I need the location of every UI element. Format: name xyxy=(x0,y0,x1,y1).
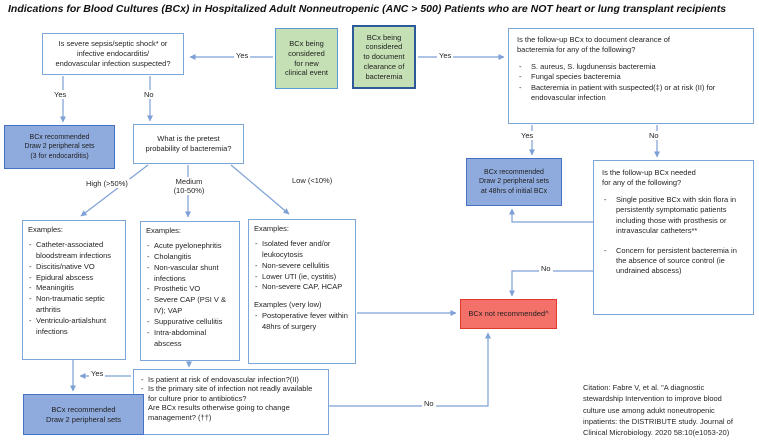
edge-label-medium: Medium (10-50%) xyxy=(156,177,222,195)
outcome-recommended-two-sets: BCx recommended Draw 2 peripheral sets xyxy=(23,394,144,435)
outcome-recommended-endocarditis: BCx recommended Draw 2 peripheral sets (… xyxy=(4,125,115,169)
list-item: Bacteremia in patient with suspected(‡) … xyxy=(517,83,745,103)
question-endovascular-risk: Is patient at risk of endovascular infec… xyxy=(133,369,329,435)
list-item: Severe CAP (PSI V & IV); VAP xyxy=(146,295,234,317)
edge-label-yes: Yes xyxy=(234,51,251,60)
list-item: Suppurative cellulitis xyxy=(146,317,234,328)
list-item: Are BCx results otherwise going to chang… xyxy=(140,403,322,422)
arrow-pretest-high xyxy=(80,164,149,217)
list-item: Fungal species bacteremia xyxy=(517,72,745,82)
list-item: Concern for persistent bacteremia in the… xyxy=(602,246,745,276)
list-item: Non-severe cellulitis xyxy=(254,261,350,272)
list-item: Non-traumatic septic arthritis xyxy=(28,294,120,316)
outcome-not-recommended: BCx not recommended^ xyxy=(460,299,557,329)
list-item: Cholangitis xyxy=(146,252,234,263)
edge-label-yes: Yes xyxy=(519,131,536,140)
edge-label-yes: Yes xyxy=(437,51,454,60)
list-item: Postoperative fever within 48hrs of surg… xyxy=(254,311,350,333)
outcome-recommended-48hrs: BCx recommended Draw 2 peripheral sets a… xyxy=(466,158,562,206)
list-item: Is patient at risk of endovascular infec… xyxy=(140,375,322,385)
edge-label-high: High (>50%) xyxy=(84,179,130,188)
examples-medium: Examples: Acute pyelonephritis Cholangit… xyxy=(140,221,240,361)
edge-label-no: No xyxy=(647,131,661,140)
list-item: Non-severe CAP, HCAP xyxy=(254,282,350,293)
examples-low: Examples: Isolated fever and/or leukocyt… xyxy=(248,219,356,364)
edge-label-low: Low (<10%) xyxy=(290,176,335,185)
examples-very-low-header: Examples (very low) xyxy=(254,300,322,310)
list-item: Ventriculo-artialshunt infections xyxy=(28,316,120,338)
arrow-endoq-no xyxy=(329,332,491,407)
arrow-needed-no-to-notrecommended xyxy=(509,270,593,297)
edge-label-no: No xyxy=(142,90,156,99)
question-pretest-probability: What is the pretest probability of bacte… xyxy=(133,124,244,164)
list-item: Non-vascular shunt infections xyxy=(146,263,234,285)
list-item: Is the primary site of infection not rea… xyxy=(140,384,322,403)
question-severe-sepsis: Is severe sepsis/septic shock* or infect… xyxy=(42,33,184,75)
edge-label-no: No xyxy=(539,264,553,273)
arrow-needed-yes-to-48hrs xyxy=(509,208,593,223)
list-item: Lower UTI (ie, cystitis) xyxy=(254,272,350,283)
edge-label-yes: Yes xyxy=(52,90,69,99)
start-new-clinical-event: BCx being considered for new clinical ev… xyxy=(275,28,338,89)
start-document-clearance: BCx being considered to document clearan… xyxy=(352,25,416,89)
list-item: Prosthetic VO xyxy=(146,284,234,295)
list-item: Meaningitis xyxy=(28,283,120,294)
list-item: Single positive BCx with skin flora in p… xyxy=(602,195,745,236)
examples-high: Examples: Catheter-associated bloodstrea… xyxy=(22,220,126,360)
question-followup-needed: Is the follow-up BCx needed for any of t… xyxy=(593,160,754,315)
list-item: Isolated fever and/or leukocytosis xyxy=(254,239,350,261)
arrow-pretest-low xyxy=(230,164,290,215)
citation-text: Citation: Fabre V, et al. "A diagnostic … xyxy=(583,383,733,437)
list-item: Acute pyelonephritis xyxy=(146,241,234,252)
question-followup-clearance: Is the follow-up BCx to document clearan… xyxy=(508,28,754,124)
list-item: Catheter-associated bloodstream infectio… xyxy=(28,240,120,262)
list-item: Epidural abscess xyxy=(28,273,120,284)
diagram-title: Indications for Blood Cultures (BCx) in … xyxy=(8,3,727,15)
list-item: S. aureus, S. lugdunensis bacteremia xyxy=(517,62,745,72)
list-item: Discitis/native VO xyxy=(28,262,120,273)
edge-label-no: No xyxy=(422,399,436,408)
edge-label-yes: Yes xyxy=(89,369,106,378)
list-item: Intra-abdominal abscess xyxy=(146,328,234,350)
